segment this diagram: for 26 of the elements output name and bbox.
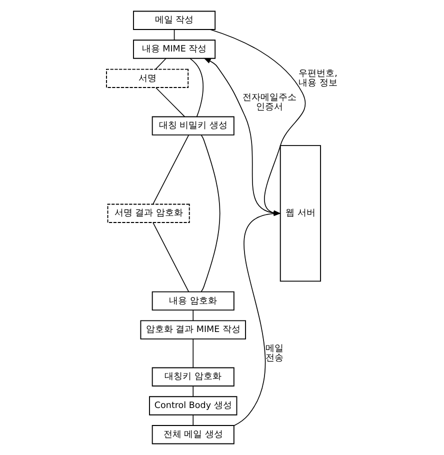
arrow (204, 58, 280, 214)
connector (192, 386, 194, 397)
edge-label: 우편번호, 내용 정보 (298, 69, 338, 88)
node-box: 웹 서버 (280, 145, 322, 282)
node-box: Control Body 생성 (149, 396, 238, 416)
node-box: 메일 작성 (133, 10, 216, 30)
node-box: 서명 (106, 68, 189, 88)
connector (190, 58, 204, 118)
connector (152, 134, 190, 205)
connector (174, 29, 175, 40)
connector (200, 134, 220, 292)
connector (152, 222, 190, 292)
node-box: 전체 메일 생성 (152, 425, 234, 444)
connector (192, 310, 194, 321)
connector (192, 338, 194, 368)
connector (192, 414, 194, 426)
node-box: 서명 결과 암호화 (107, 204, 190, 223)
node-box: 대칭 비밀키 생성 (152, 116, 234, 136)
node-box: 내용 암호화 (152, 291, 234, 310)
node-box: 대칭키 암호화 (152, 367, 234, 386)
connector (156, 87, 186, 118)
node-box: 암호화 결과 MIME 작성 (140, 320, 246, 340)
connector (155, 58, 166, 70)
edge-label: 메일 전송 (265, 344, 284, 364)
node-box: 내용 MIME 작성 (133, 40, 216, 59)
edge-label: 전자메일주소 인증서 (242, 92, 297, 112)
